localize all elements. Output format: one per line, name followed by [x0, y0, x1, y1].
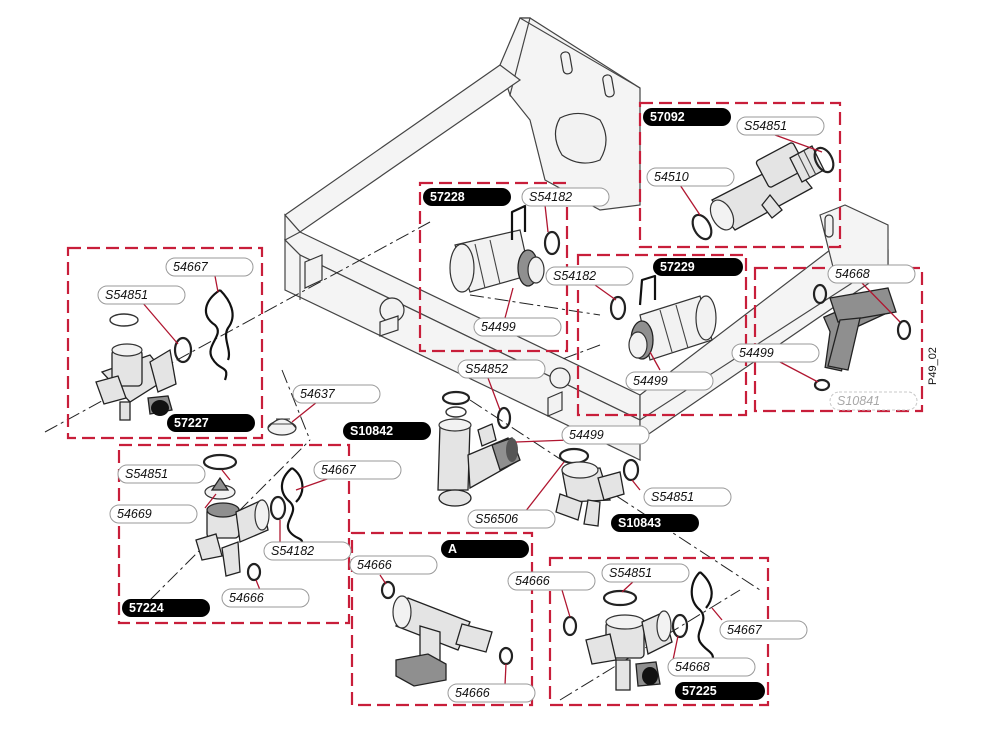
part-callouts: S54851 54510 S54182 54499 S54182 54499 5…	[97, 116, 918, 703]
valve-57224	[195, 453, 304, 582]
box-57092	[638, 101, 842, 249]
callout-text: S10841	[837, 394, 880, 408]
kit-57092-pill: 57092	[643, 108, 731, 126]
callout-text: 54666	[229, 591, 264, 605]
callout-box57224-b: 54667	[313, 460, 402, 480]
assembly-a	[380, 580, 514, 687]
callout-box57225-c: 54667	[719, 620, 808, 640]
kit-s10843-pill: S10843	[611, 514, 699, 532]
kit-labels: 57092 57228 57229 57227 57224 57225 A S	[122, 108, 765, 700]
figure-reference: P49_02	[927, 347, 939, 385]
callout-text: 54510	[654, 170, 689, 184]
callout-text: 54667	[727, 623, 763, 637]
callout-text: S54851	[744, 119, 787, 133]
callout-box57225-b: S54851	[601, 563, 690, 583]
callout-mid-a: 54637	[292, 384, 381, 404]
callout-box57224-e: 54666	[221, 588, 310, 608]
leader-lines	[141, 134, 901, 686]
valve-57227	[95, 289, 234, 421]
valve-s10843	[555, 447, 640, 527]
callout-text: 54666	[515, 574, 550, 588]
callout-text: S54182	[529, 190, 572, 204]
callout-text: 54637	[300, 387, 336, 401]
callout-text: 54499	[739, 346, 774, 360]
box-a	[350, 531, 534, 707]
callout-box57227-b: S54851	[97, 285, 186, 305]
box-57227	[66, 246, 264, 440]
filter-54637	[267, 418, 297, 436]
elbow-s10842	[437, 390, 521, 507]
callout-mid-d: S56506	[467, 509, 556, 529]
callout-mid-b: S54852	[457, 359, 546, 379]
callout-box57228-a: S54182	[521, 187, 610, 207]
callout-boxA-b: 54666	[447, 683, 536, 703]
callout-box57225-a: 54666	[507, 571, 596, 591]
callout-mid-c: 54499	[561, 425, 650, 445]
kit-57227-text: 57227	[174, 416, 209, 430]
connector-57229	[609, 274, 717, 361]
kit-57229-pill: 57229	[653, 258, 743, 276]
kit-57229-text: 57229	[660, 260, 695, 274]
valve-57225	[562, 571, 715, 691]
callout-text: S54851	[105, 288, 148, 302]
callout-text: S54851	[651, 490, 694, 504]
kit-57227-pill: 57227	[167, 414, 255, 432]
kit-57228-pill: 57228	[423, 188, 511, 206]
kit-57225-pill: 57225	[675, 682, 765, 700]
callout-boxT-a: 54668	[827, 264, 916, 284]
t-connector	[812, 283, 912, 392]
callout-box57229-a: S54182	[545, 266, 634, 286]
callout-text: 54667	[321, 463, 357, 477]
callout-text: 54668	[835, 267, 870, 281]
valve-57092	[691, 142, 835, 241]
callout-text: S54182	[553, 269, 596, 283]
kit-57224-pill: 57224	[122, 599, 210, 617]
callout-text: 54499	[569, 428, 604, 442]
kit-57092-text: 57092	[650, 110, 685, 124]
callout-text: S54851	[125, 467, 168, 481]
callout-box57227-a: 54667	[165, 257, 254, 277]
callout-text: 54669	[117, 507, 152, 521]
callout-text: 54499	[481, 320, 516, 334]
callout-boxA-a: 54666	[349, 555, 438, 575]
callout-box57224-a: S54851	[117, 464, 206, 484]
callout-mid-e: S54851	[643, 487, 732, 507]
callout-text: 54666	[357, 558, 392, 572]
kit-s10842-pill: S10842	[343, 422, 431, 440]
callout-text: S54851	[609, 566, 652, 580]
callout-box57228-b: 54499	[473, 317, 562, 337]
callout-box57224-d: S54182	[263, 541, 352, 561]
callout-text: S56506	[475, 512, 518, 526]
callout-text: 54666	[455, 686, 490, 700]
box-57229	[576, 253, 748, 417]
callout-box57225-d: 54668	[667, 657, 756, 677]
kit-a-text: A	[448, 542, 457, 556]
callout-boxT-c: S10841	[829, 391, 918, 411]
kit-s10842-text: S10842	[350, 424, 393, 438]
callout-boxT-b: 54499	[731, 343, 820, 363]
connector-57228	[449, 204, 561, 293]
callout-text: 54667	[173, 260, 209, 274]
kit-a-pill: A	[441, 540, 529, 558]
kit-57228-text: 57228	[430, 190, 465, 204]
callout-box57092-a: S54851	[736, 116, 825, 136]
callout-box57092-b: 54510	[646, 167, 735, 187]
box-57224	[117, 443, 351, 625]
callout-text: 54668	[675, 660, 710, 674]
callout-box57224-c: 54669	[109, 504, 198, 524]
kit-s10843-text: S10843	[618, 516, 661, 530]
kit-57225-text: 57225	[682, 684, 717, 698]
callout-text: S54182	[271, 544, 314, 558]
callout-text: S54852	[465, 362, 508, 376]
kit-57224-text: 57224	[129, 601, 164, 615]
callout-box57229-b: 54499	[625, 371, 714, 391]
callout-text: 54499	[633, 374, 668, 388]
